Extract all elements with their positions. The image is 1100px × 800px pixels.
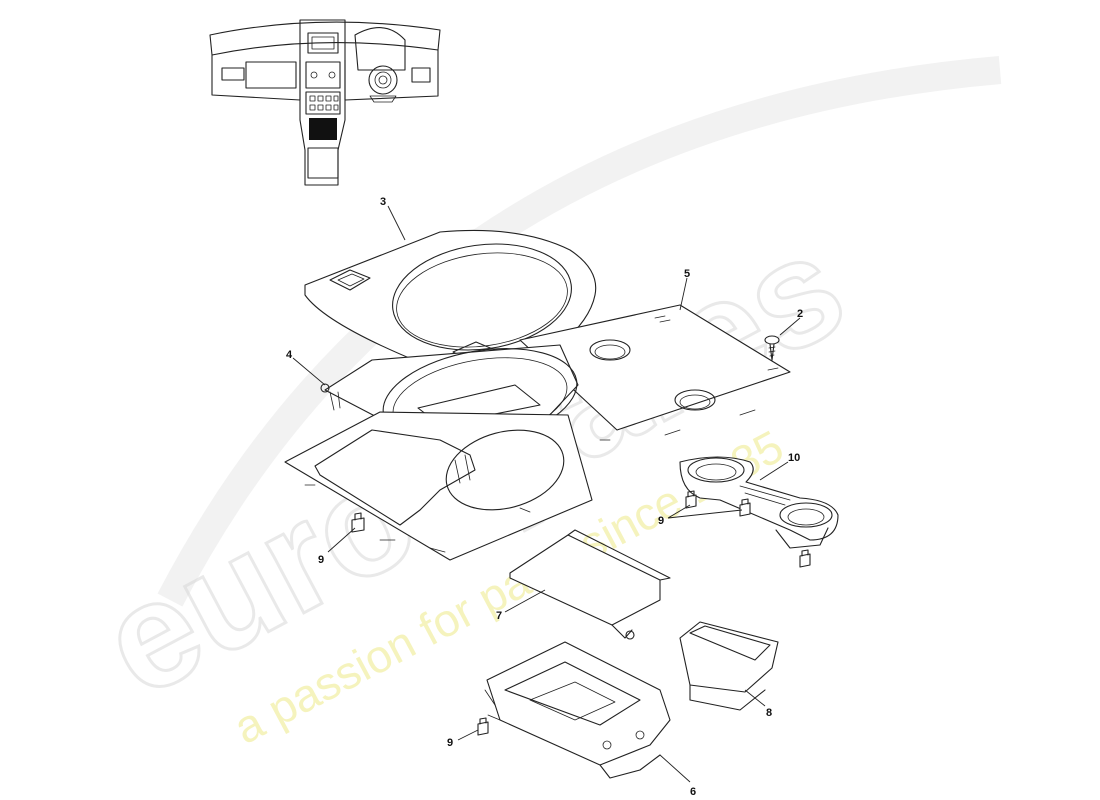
- watermark-swoosh: [157, 56, 1002, 607]
- leader-lines: [292, 205, 801, 783]
- part-9-clip-b: [685, 490, 697, 509]
- callout-9-a: 9: [658, 515, 664, 527]
- dashboard-overview-thumbnail: [209, 19, 441, 186]
- part-9-clip-d: [799, 549, 811, 568]
- callout-4: 4: [286, 349, 293, 361]
- part-5-rear-panel: [519, 304, 791, 441]
- callouts: 3 5 2 4 10 9 9 7 8 9 6: [286, 196, 803, 798]
- callout-8: 8: [766, 707, 772, 719]
- callout-7: 7: [496, 610, 502, 622]
- callout-2: 2: [797, 308, 803, 320]
- highlighted-area: [309, 118, 337, 140]
- part-8-bin-insert: [679, 621, 779, 711]
- part-2-screw: [764, 335, 780, 361]
- part-9-clip-e: [477, 717, 489, 736]
- part-7-flap: [509, 529, 671, 640]
- part-10-cupholder-bracket: [679, 456, 839, 549]
- callout-3: 3: [380, 196, 386, 208]
- part-6-tray-housing: [484, 641, 671, 779]
- callout-9-c: 9: [447, 737, 453, 749]
- base-frame: [284, 411, 593, 561]
- callout-9-b: 9: [318, 554, 324, 566]
- callout-10: 10: [788, 452, 800, 464]
- callout-6: 6: [690, 786, 696, 798]
- callout-5: 5: [684, 268, 690, 280]
- part-9-clip-c: [739, 498, 751, 517]
